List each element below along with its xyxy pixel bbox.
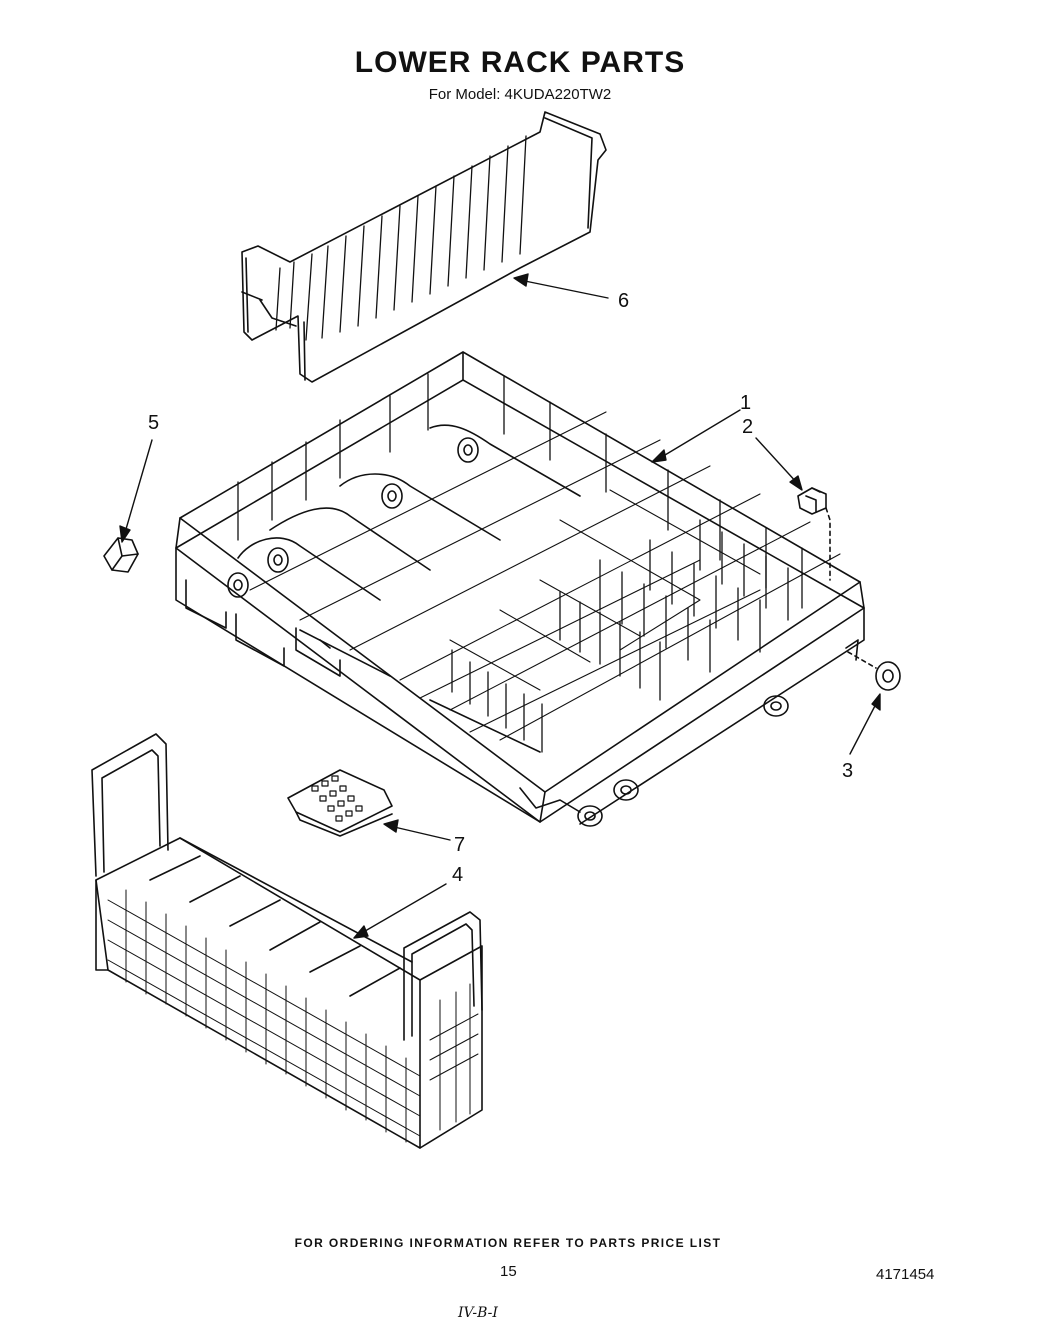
- ordering-note: FOR ORDERING INFORMATION REFER TO PARTS …: [294, 1236, 722, 1250]
- fold-down-tine-shield-part-6: [241, 111, 607, 383]
- callout-2: 2: [742, 416, 754, 438]
- callout-7: 7: [454, 834, 466, 856]
- basket-cover-part-7: [287, 769, 393, 837]
- rack-wheel-part-3: [847, 651, 901, 691]
- model-line: For Model: 4KUDA220TW2: [428, 86, 612, 103]
- document-number: 4171454: [876, 1266, 935, 1283]
- callout-leaders: [119, 273, 881, 939]
- page-title: LOWER RACK PARTS: [354, 46, 686, 79]
- callout-4: 4: [452, 864, 464, 886]
- silverware-basket-part-4: [91, 733, 483, 1149]
- callout-3: 3: [842, 760, 854, 782]
- page-number: 15: [500, 1263, 517, 1280]
- callout-6: 6: [618, 290, 630, 312]
- handwritten-mark: IV-B-I: [458, 1305, 498, 1321]
- callout-1: 1: [740, 392, 752, 414]
- rack-clip-part-2: [797, 487, 831, 581]
- tine-clip-part-5: [103, 537, 139, 573]
- lower-rack-assembly-part-1: [175, 351, 865, 827]
- callout-5: 5: [148, 412, 160, 434]
